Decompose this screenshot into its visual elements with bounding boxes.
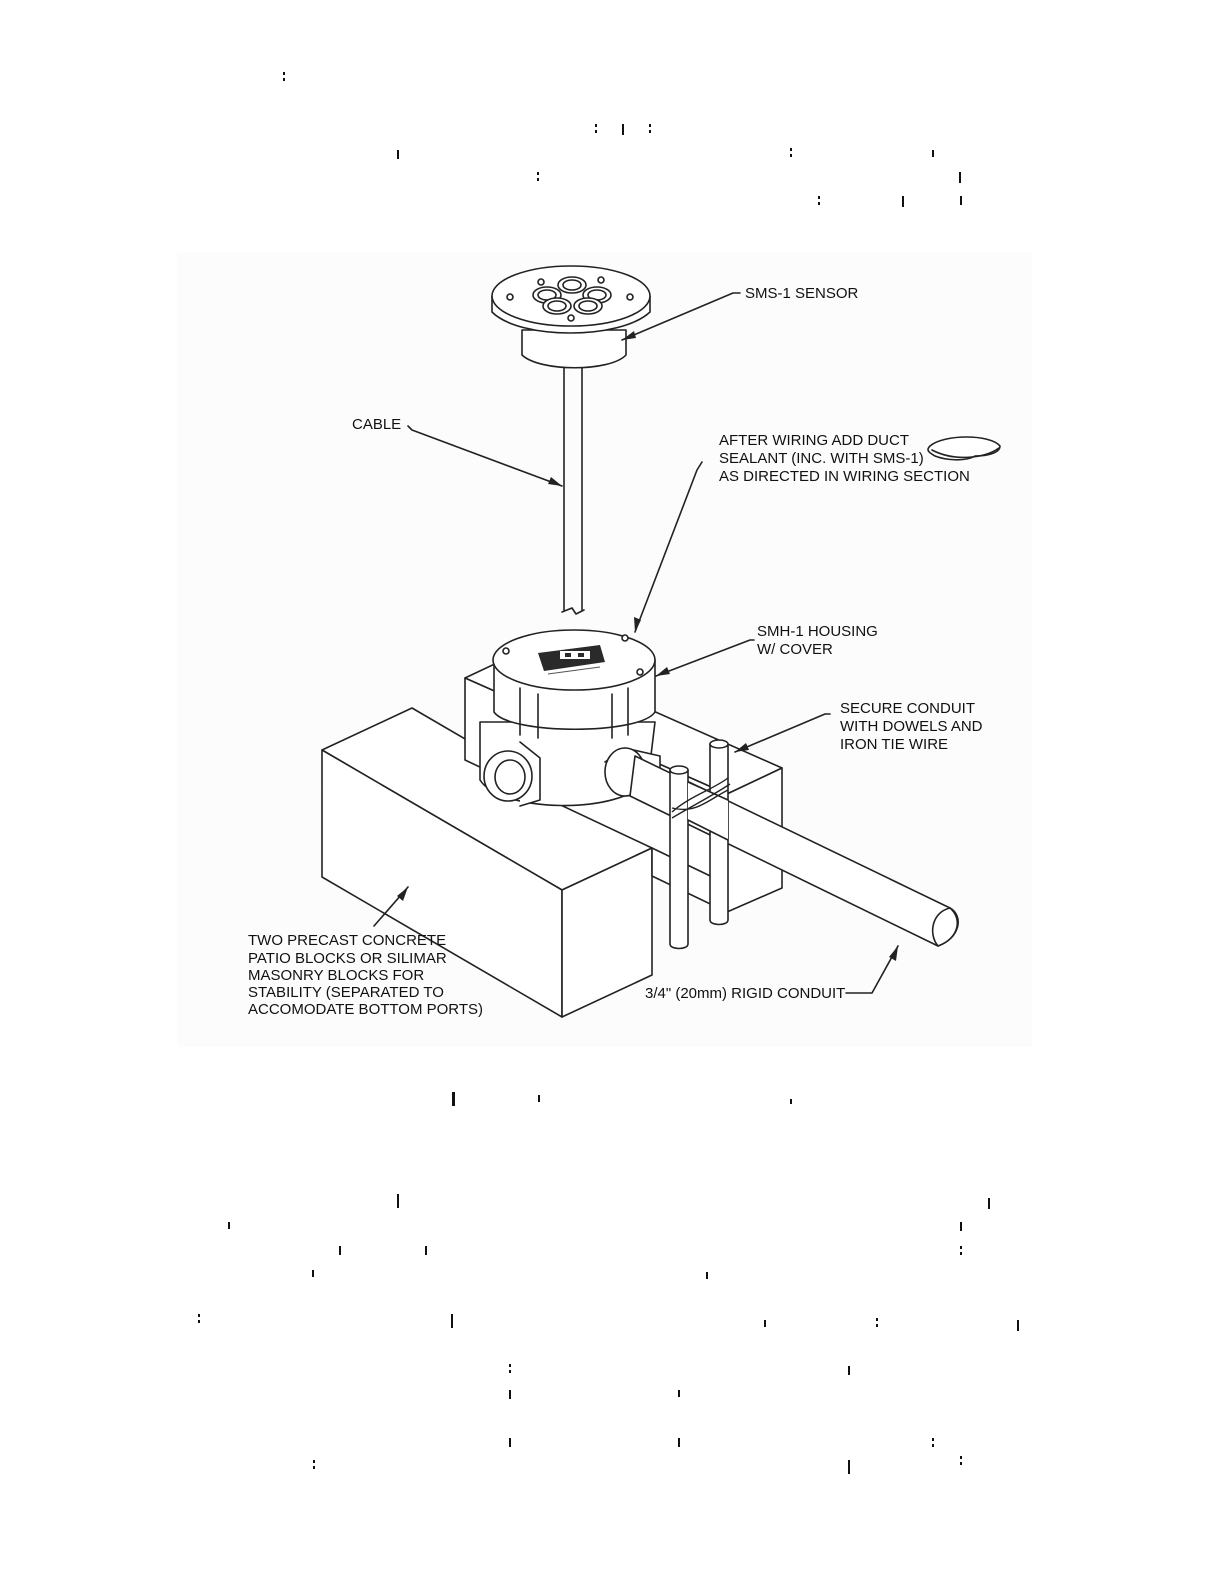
text-fragment: [537, 172, 539, 181]
label-housing-1: SMH-1 HOUSING: [757, 623, 878, 640]
dowels: [669, 739, 731, 950]
text-fragment: [339, 1246, 341, 1255]
text-fragment: [932, 150, 934, 157]
label-secure-3: IRON TIE WIRE: [840, 736, 948, 753]
text-fragment: [452, 1092, 455, 1106]
label-sealant-2: SEALANT (INC. WITH SMS-1): [719, 450, 924, 467]
text-fragment: [764, 1320, 766, 1327]
text-fragment: [509, 1364, 511, 1373]
text-fragment: [509, 1390, 511, 1399]
text-fragment: [1017, 1320, 1019, 1331]
leader-lines: [373, 292, 899, 994]
text-fragment: [678, 1390, 680, 1397]
text-fragment: [283, 72, 285, 81]
sms-1-sensor: [491, 265, 651, 369]
label-blocks-1: TWO PRECAST CONCRETE: [248, 932, 446, 949]
label-sensor: SMS-1 SENSOR: [745, 285, 859, 302]
text-fragment: [509, 1438, 511, 1447]
label-blocks-5: ACCOMODATE BOTTOM PORTS): [248, 1001, 483, 1018]
text-fragment: [451, 1314, 453, 1328]
text-fragment: [538, 1095, 540, 1102]
text-fragment: [312, 1270, 314, 1277]
cable: [561, 367, 585, 615]
text-fragment: [848, 1366, 850, 1375]
text-fragment: [960, 1246, 962, 1255]
label-secure-2: WITH DOWELS AND: [840, 718, 983, 735]
text-fragment: [790, 148, 792, 157]
text-fragment: [228, 1222, 230, 1229]
text-fragment: [397, 150, 399, 159]
label-blocks-3: MASONRY BLOCKS FOR: [248, 967, 424, 984]
text-fragment: [649, 124, 651, 133]
text-fragment: [902, 196, 904, 207]
text-fragment: [706, 1272, 708, 1279]
duct-sealant-blob: [927, 436, 1001, 461]
text-fragment: [960, 196, 962, 205]
text-fragment: [932, 1438, 934, 1447]
label-blocks-4: STABILITY (SEPARATED TO: [248, 984, 444, 1001]
text-fragment: [960, 1222, 962, 1231]
text-fragment: [397, 1194, 399, 1208]
text-fragment: [425, 1246, 427, 1255]
label-blocks-2: PATIO BLOCKS OR SILIMAR: [248, 950, 447, 967]
text-fragment: [198, 1314, 200, 1323]
text-fragment: [959, 172, 961, 183]
text-fragment: [790, 1099, 792, 1104]
manufacturer-logo: [538, 645, 605, 675]
label-housing-2: W/ COVER: [757, 641, 833, 658]
label-secure-1: SECURE CONDUIT: [840, 700, 975, 717]
label-sealant-3: AS DIRECTED IN WIRING SECTION: [719, 468, 970, 485]
smh-1-housing: [479, 629, 661, 807]
text-fragment: [848, 1460, 850, 1474]
text-fragment: [988, 1198, 990, 1209]
text-fragment: [313, 1460, 315, 1469]
text-fragment: [678, 1438, 680, 1447]
text-fragment: [876, 1318, 878, 1327]
label-cable: CABLE: [352, 416, 401, 433]
label-sealant-1: AFTER WIRING ADD DUCT: [719, 432, 909, 449]
text-fragment: [960, 1456, 962, 1465]
callout-labels: SMS-1 SENSOR CABLE AFTER WIRING ADD DUCT…: [248, 285, 983, 1018]
text-fragment: [818, 196, 820, 205]
text-fragment: [595, 124, 597, 133]
text-fragment: [622, 124, 624, 135]
label-conduit: 3/4" (20mm) RIGID CONDUIT: [645, 985, 845, 1002]
